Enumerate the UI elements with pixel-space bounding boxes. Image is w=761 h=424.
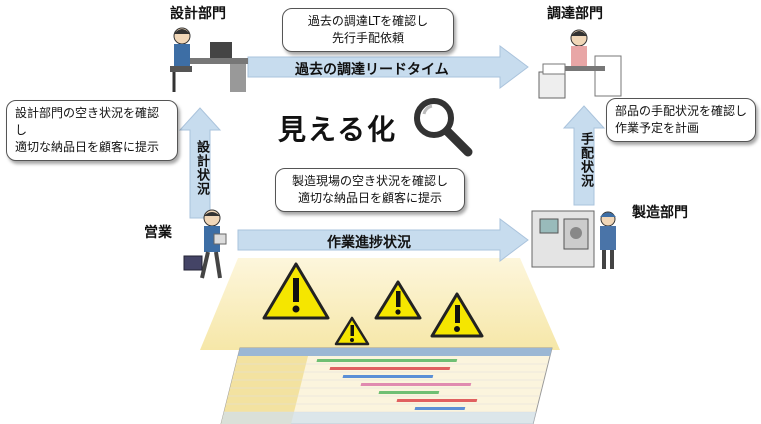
bubble-top: 過去の調達LTを確認し 先行手配依頼 (282, 8, 454, 52)
bubble-middle-line1: 製造現場の空き状況を確認し (291, 174, 448, 188)
bubble-right-line1: 部品の手配状況を確認し (615, 104, 748, 118)
salesperson-icon (183, 209, 227, 279)
magnifier-icon (414, 98, 473, 157)
bubble-middle: 製造現場の空き状況を確認し 適切な納品日を顧客に提示 (275, 168, 465, 212)
center-visualization-text: 見える化 (278, 113, 398, 146)
warning-icon (262, 262, 330, 320)
manufacturing-machine-icon (531, 210, 616, 269)
warning-icon (374, 280, 422, 320)
arrow-right-vertical (562, 105, 606, 206)
bubble-right-line2: 作業予定を計画 (615, 121, 700, 135)
bubble-left: 設計部門の空き状況を確認し 適切な納品日を顧客に提示 (6, 100, 178, 161)
bubble-top-line2: 先行手配依頼 (331, 31, 404, 45)
bubble-middle-line2: 適切な納品日を顧客に提示 (297, 191, 442, 205)
arrow-top-label: 過去の調達リードタイム (295, 62, 449, 78)
designer-at-desk-icon (170, 27, 248, 92)
gantt-chart-image (220, 347, 553, 424)
bubble-right: 部品の手配状況を確認し 作業予定を計画 (606, 98, 756, 142)
arrow-left-vertical-label: 設計状況 (194, 140, 209, 196)
bubble-top-line1: 過去の調達LTを確認し (307, 14, 429, 28)
procurement-worker-icon (538, 29, 622, 99)
dept-manufacturing-label: 製造部門 (632, 205, 688, 221)
dept-procurement-label: 調達部門 (547, 6, 603, 22)
arrow-top (247, 45, 529, 89)
bubble-left-line2: 適切な納品日を顧客に提示 (15, 140, 160, 154)
arrow-left-vertical (178, 107, 222, 219)
warning-icon (430, 292, 484, 338)
bubble-left-line1: 設計部門の空き状況を確認し (15, 106, 160, 137)
arrow-right-vertical-label: 手配状況 (578, 132, 593, 188)
dept-design-label: 設計部門 (170, 6, 226, 22)
arrow-bottom-label: 作業進捗状況 (327, 235, 411, 251)
dept-sales-label: 営業 (144, 225, 172, 241)
arrow-bottom (237, 218, 529, 262)
warning-icon (334, 316, 370, 346)
